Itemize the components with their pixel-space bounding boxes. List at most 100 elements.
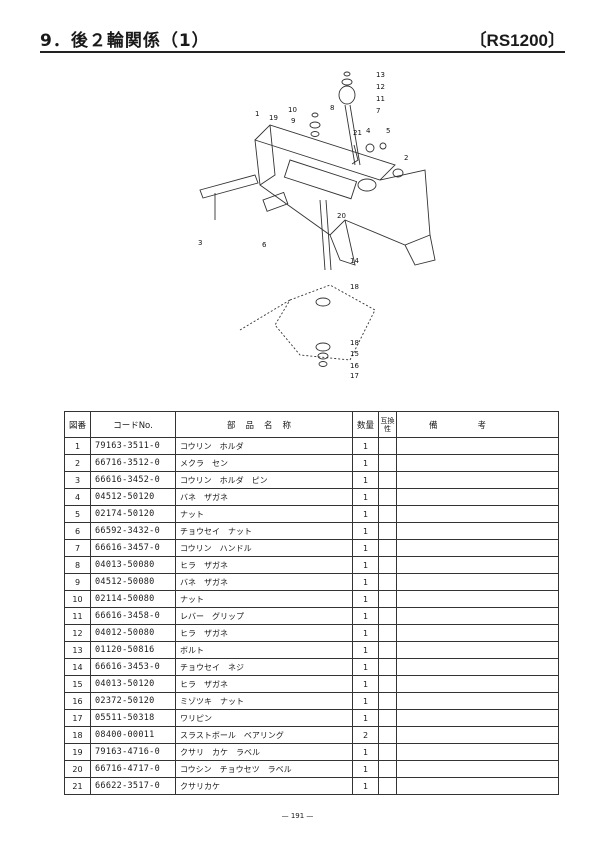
cell-interchange (378, 573, 397, 591)
col-header-no: 図番 (64, 411, 91, 438)
cell-name: コウリン ハンドル (175, 539, 353, 557)
cell-no: 20 (64, 760, 91, 778)
callout-11: 11 (376, 95, 385, 103)
cell-remarks (396, 488, 559, 506)
cell-code: 04512-50120 (90, 488, 176, 506)
cell-interchange (378, 624, 397, 642)
cell-code: 79163-4716-0 (90, 743, 176, 761)
diagram-svg: 1 2 3 4 5 6 7 8 9 10 11 12 13 14 15 16 1… (198, 71, 436, 380)
cell-qty: 1 (352, 454, 379, 472)
cell-code: 08400-00011 (90, 726, 176, 744)
cell-qty: 1 (352, 607, 379, 625)
col-header-qty: 数量 (352, 411, 379, 438)
cell-code: 66616-3452-0 (90, 471, 176, 489)
holder-handle (344, 104, 356, 166)
cell-qty: 1 (352, 505, 379, 523)
cell-qty: 1 (352, 760, 379, 778)
cell-no: 8 (64, 556, 91, 574)
cell-interchange (378, 777, 397, 795)
cell-remarks (396, 522, 559, 540)
cell-code: 04013-50120 (90, 675, 176, 693)
cell-qty: 1 (352, 675, 379, 693)
col-header-interchange: 互換性 (378, 411, 397, 438)
cell-interchange (378, 692, 397, 710)
cell-interchange (378, 658, 397, 676)
cell-qty: 1 (352, 539, 379, 557)
cell-qty: 1 (352, 658, 379, 676)
callout-8: 8 (330, 104, 334, 112)
cell-name: ナット (175, 590, 353, 608)
callout-5: 5 (386, 127, 390, 135)
callout-13: 13 (376, 71, 385, 79)
cell-qty: 1 (352, 777, 379, 795)
callout-15: 15 (350, 350, 359, 358)
cell-remarks (396, 573, 559, 591)
cell-name: ヒラ ザガネ (175, 556, 353, 574)
cell-name: チョウセイ ネジ (175, 658, 353, 676)
cell-name: クサリ カケ ラベル (175, 743, 353, 761)
cell-code: 66616-3458-0 (90, 607, 176, 625)
cell-no: 11 (64, 607, 91, 625)
cell-no: 15 (64, 675, 91, 693)
cell-interchange (378, 760, 397, 778)
cell-no: 1 (64, 437, 91, 455)
section-title: 9．後２輪関係（1） (40, 31, 210, 51)
cell-name: バネ ザガネ (175, 573, 353, 591)
callout-18b: 18 (350, 339, 359, 347)
cell-qty: 1 (352, 573, 379, 591)
cell-interchange (378, 454, 397, 472)
cell-qty: 1 (352, 624, 379, 642)
cell-code: 66616-3453-0 (90, 658, 176, 676)
cell-qty: 1 (352, 709, 379, 727)
cell-interchange (378, 590, 397, 608)
callout-6: 6 (262, 241, 267, 249)
cell-code: 02372-50120 (90, 692, 176, 710)
cell-name: ボルト (175, 641, 353, 659)
cell-code: 02114-50080 (90, 590, 176, 608)
callout-10: 10 (288, 106, 297, 114)
cell-qty: 1 (352, 471, 379, 489)
cell-remarks (396, 471, 559, 489)
base-bracket (274, 284, 376, 361)
cell-remarks (396, 454, 559, 472)
cell-name: ナット (175, 505, 353, 523)
cell-code: 04012-50080 (90, 624, 176, 642)
model-code: 〔RS1200〕 (469, 31, 565, 50)
cell-qty: 1 (352, 590, 379, 608)
cell-no: 6 (64, 522, 91, 540)
cell-remarks (396, 743, 559, 761)
cell-interchange (378, 505, 397, 523)
callout-12: 12 (376, 83, 385, 91)
cell-code: 04512-50080 (90, 573, 176, 591)
header-rule (40, 51, 565, 53)
cell-code: 79163-3511-0 (90, 437, 176, 455)
cell-no: 16 (64, 692, 91, 710)
adjust-screw (319, 199, 326, 271)
cell-qty: 1 (352, 522, 379, 540)
callout-7: 7 (376, 107, 380, 115)
cell-no: 4 (64, 488, 91, 506)
cell-no: 13 (64, 641, 91, 659)
cell-qty: 1 (352, 641, 379, 659)
cell-interchange (378, 556, 397, 574)
cell-interchange (378, 709, 397, 727)
callout-3: 3 (198, 239, 202, 247)
cell-qty: 1 (352, 437, 379, 455)
cell-remarks (396, 760, 559, 778)
cell-code: 66592-3432-0 (90, 522, 176, 540)
cell-interchange (378, 743, 397, 761)
cell-remarks (396, 709, 559, 727)
cell-code: 66716-3512-0 (90, 454, 176, 472)
cell-interchange (378, 488, 397, 506)
